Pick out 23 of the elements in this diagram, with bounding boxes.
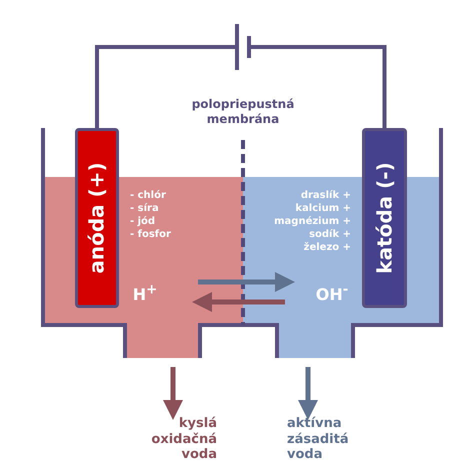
outlet-label: kyslá oxidačná voda <box>125 416 217 464</box>
ion-label: OH$^{-}$ <box>312 283 352 305</box>
outlet-label: aktívna zásaditá voda <box>287 416 379 464</box>
ion-list-item: draslík + <box>300 190 351 202</box>
ion-list-item: - jód <box>130 216 156 228</box>
membrane-label: polopriepustná membrána <box>190 97 296 127</box>
arrow <box>163 367 183 420</box>
wire <box>251 45 386 128</box>
ion-list-item: - chlór <box>130 190 166 202</box>
ion-list-item: sodík + <box>308 229 351 242</box>
arrow <box>298 367 318 420</box>
battery-symbol <box>235 24 251 70</box>
ion-list-item: - síra <box>130 203 159 216</box>
ion-list-item: magnézium + <box>273 216 351 228</box>
ion-list-item: - fosfor <box>130 229 171 242</box>
ion-list-item: kalcium + <box>294 203 351 216</box>
arrow <box>198 272 295 292</box>
wire <box>95 45 235 128</box>
cathode-electrode: katóda (-) <box>362 128 407 308</box>
ion-label: H$^{+}$ <box>128 283 162 305</box>
ion-list-item: železo + <box>302 242 351 254</box>
anode-electrode: anóda (+) <box>75 128 119 308</box>
arrow <box>192 292 285 312</box>
